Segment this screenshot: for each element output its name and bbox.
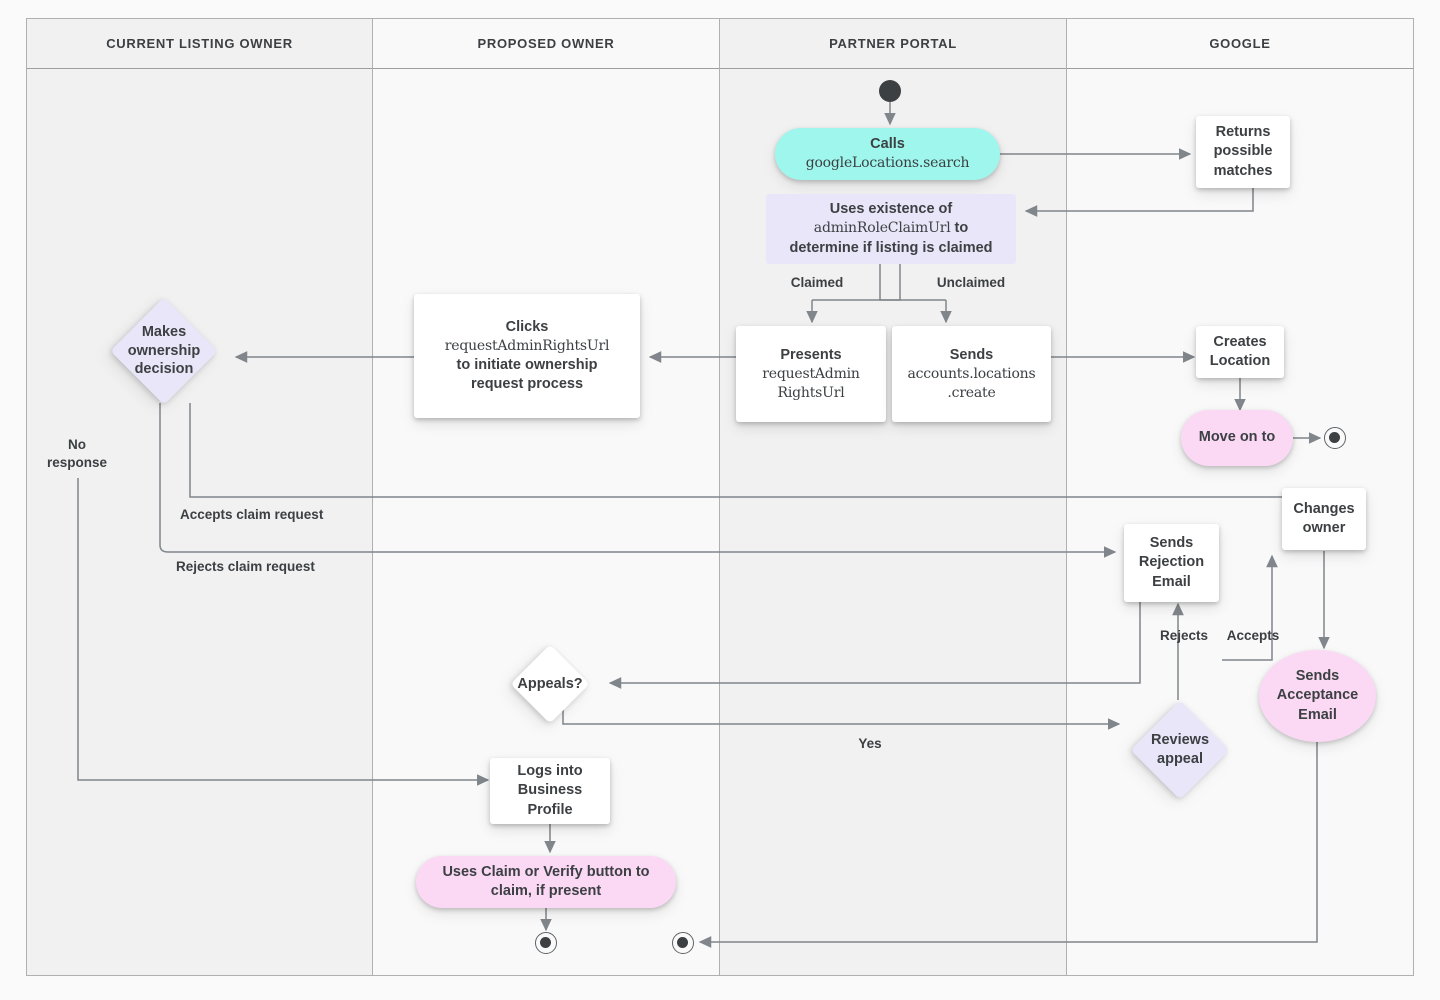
edge-label-accepts-claim-request: Accepts claim request [180,507,324,522]
node-line-1: Uses existence of [829,201,953,218]
swimlane-title: CURRENT LISTING OWNER [106,36,293,51]
edge-label-accepts: Accepts [1226,628,1280,643]
node-line-1: Clicks [505,319,549,336]
end-node-partner-portal [672,932,694,954]
swimlane-header-partner-portal: PARTNER PORTAL [720,19,1066,69]
node-line-2-suffix: to [950,220,969,237]
node-line-3: determine if listing is claimed [789,239,993,256]
node-move-on-to[interactable]: Move on to [1181,410,1293,466]
node-line-3: .create [947,384,996,401]
node-presents-request-admin-rights-url[interactable]: Presents requestAdmin RightsUrl [736,326,886,422]
node-line-2: requestAdminRightsUrl [444,338,610,355]
edge-label-no-response: No response [46,437,108,470]
swimlane-title: PROPOSED OWNER [477,36,615,51]
node-reviews-appeal[interactable]: Reviews appeal [1118,700,1242,800]
node-line-4: request process [470,375,584,392]
node-makes-ownership-decision[interactable]: Makes ownership decision [90,297,238,405]
node-label: Appeals? [517,675,583,692]
swimlane-title: PARTNER PORTAL [829,36,957,51]
node-line-2: requestAdmin [762,366,860,383]
swimlane-header-google: GOOGLE [1067,19,1413,69]
node-logs-into-business-profile[interactable]: Logs into Business Profile [490,758,610,824]
end-node-proposed-owner [535,932,557,954]
swimlane-current-listing-owner: CURRENT LISTING OWNER [26,18,373,976]
node-calls-google-locations-search[interactable]: Calls googleLocations.search [775,128,1000,180]
node-creates-location[interactable]: Creates Location [1196,326,1284,378]
node-line-3: RightsUrl [777,384,845,401]
edge-label-unclaimed: Unclaimed [936,275,1006,290]
node-sends-accounts-locations-create[interactable]: Sends accounts.locations .create [892,326,1051,422]
edge-label-rejects-claim-request: Rejects claim request [176,559,315,574]
node-sends-rejection-email[interactable]: Sends Rejection Email [1124,524,1219,602]
node-line-2: accounts.locations [907,366,1036,383]
swimlane-header-current-listing-owner: CURRENT LISTING OWNER [27,19,372,69]
node-appeals-decision[interactable]: Appeals? [494,644,606,724]
node-line-1: Presents [780,346,842,363]
node-uses-existence-admin-role-claim-url[interactable]: Uses existence of adminRoleClaimUrl to d… [766,194,1016,264]
node-changes-owner[interactable]: Changes owner [1282,488,1366,550]
node-code-token: adminRoleClaimUrl [813,220,951,237]
node-label: Reviews appeal [1150,732,1210,767]
node-label: Makes ownership decision [127,323,201,378]
node-sends-acceptance-email[interactable]: Sends Acceptance Email [1259,650,1376,742]
node-line-2: adminRoleClaimUrl to [814,219,968,238]
node-uses-claim-or-verify-button[interactable]: Uses Claim or Verify button to claim, if… [416,856,676,908]
edge-label-rejects: Rejects [1159,628,1209,643]
node-line-1: Calls [870,136,905,153]
start-node [879,80,901,102]
node-clicks-request-admin-rights-url[interactable]: Clicks requestAdminRightsUrl to initiate… [414,294,640,418]
end-node-google [1324,427,1346,449]
node-line-1: Sends [949,346,994,363]
edge-label-claimed: Claimed [790,275,844,290]
edge-label-yes: Yes [858,736,882,751]
node-returns-possible-matches[interactable]: Returns possible matches [1196,116,1290,188]
swimlane-header-proposed-owner: PROPOSED OWNER [373,19,719,69]
node-line-3: to initiate ownership [456,356,598,373]
swimlane-proposed-owner: PROPOSED OWNER [373,18,720,976]
swimlane-title: GOOGLE [1209,36,1271,51]
node-line-2: googleLocations.search [805,155,970,172]
